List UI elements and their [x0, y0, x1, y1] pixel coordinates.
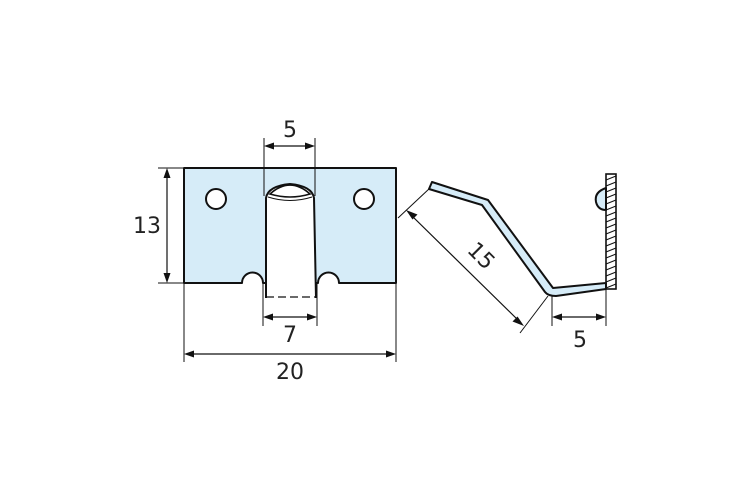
dimension-hook-width: 5	[263, 118, 316, 196]
mounting-hole-right	[353, 188, 375, 210]
side-hook-profile	[428, 181, 607, 297]
dimension-height: 13	[133, 167, 184, 284]
dimension-label-height: 13	[133, 214, 161, 239]
side-plate-hatching	[605, 175, 617, 289]
front-view	[183, 167, 397, 299]
dimension-label-total-width: 20	[276, 360, 304, 385]
dimension-label-arm-length: 15	[462, 238, 499, 275]
dimension-slot-width: 7	[262, 283, 318, 348]
side-hook-head	[594, 187, 607, 211]
dimension-label-side-depth: 5	[573, 328, 587, 353]
hook-top-bend	[268, 184, 312, 198]
dimension-label-slot-width: 7	[283, 323, 297, 348]
side-view	[428, 173, 617, 297]
hook-bend-line	[267, 196, 313, 201]
hook-tongue	[265, 182, 317, 299]
mounting-hole-left	[205, 188, 227, 210]
dimension-label-hook-width: 5	[283, 118, 297, 143]
dimension-side-depth: 5	[551, 289, 607, 353]
dimension-total-width: 20	[183, 283, 397, 385]
